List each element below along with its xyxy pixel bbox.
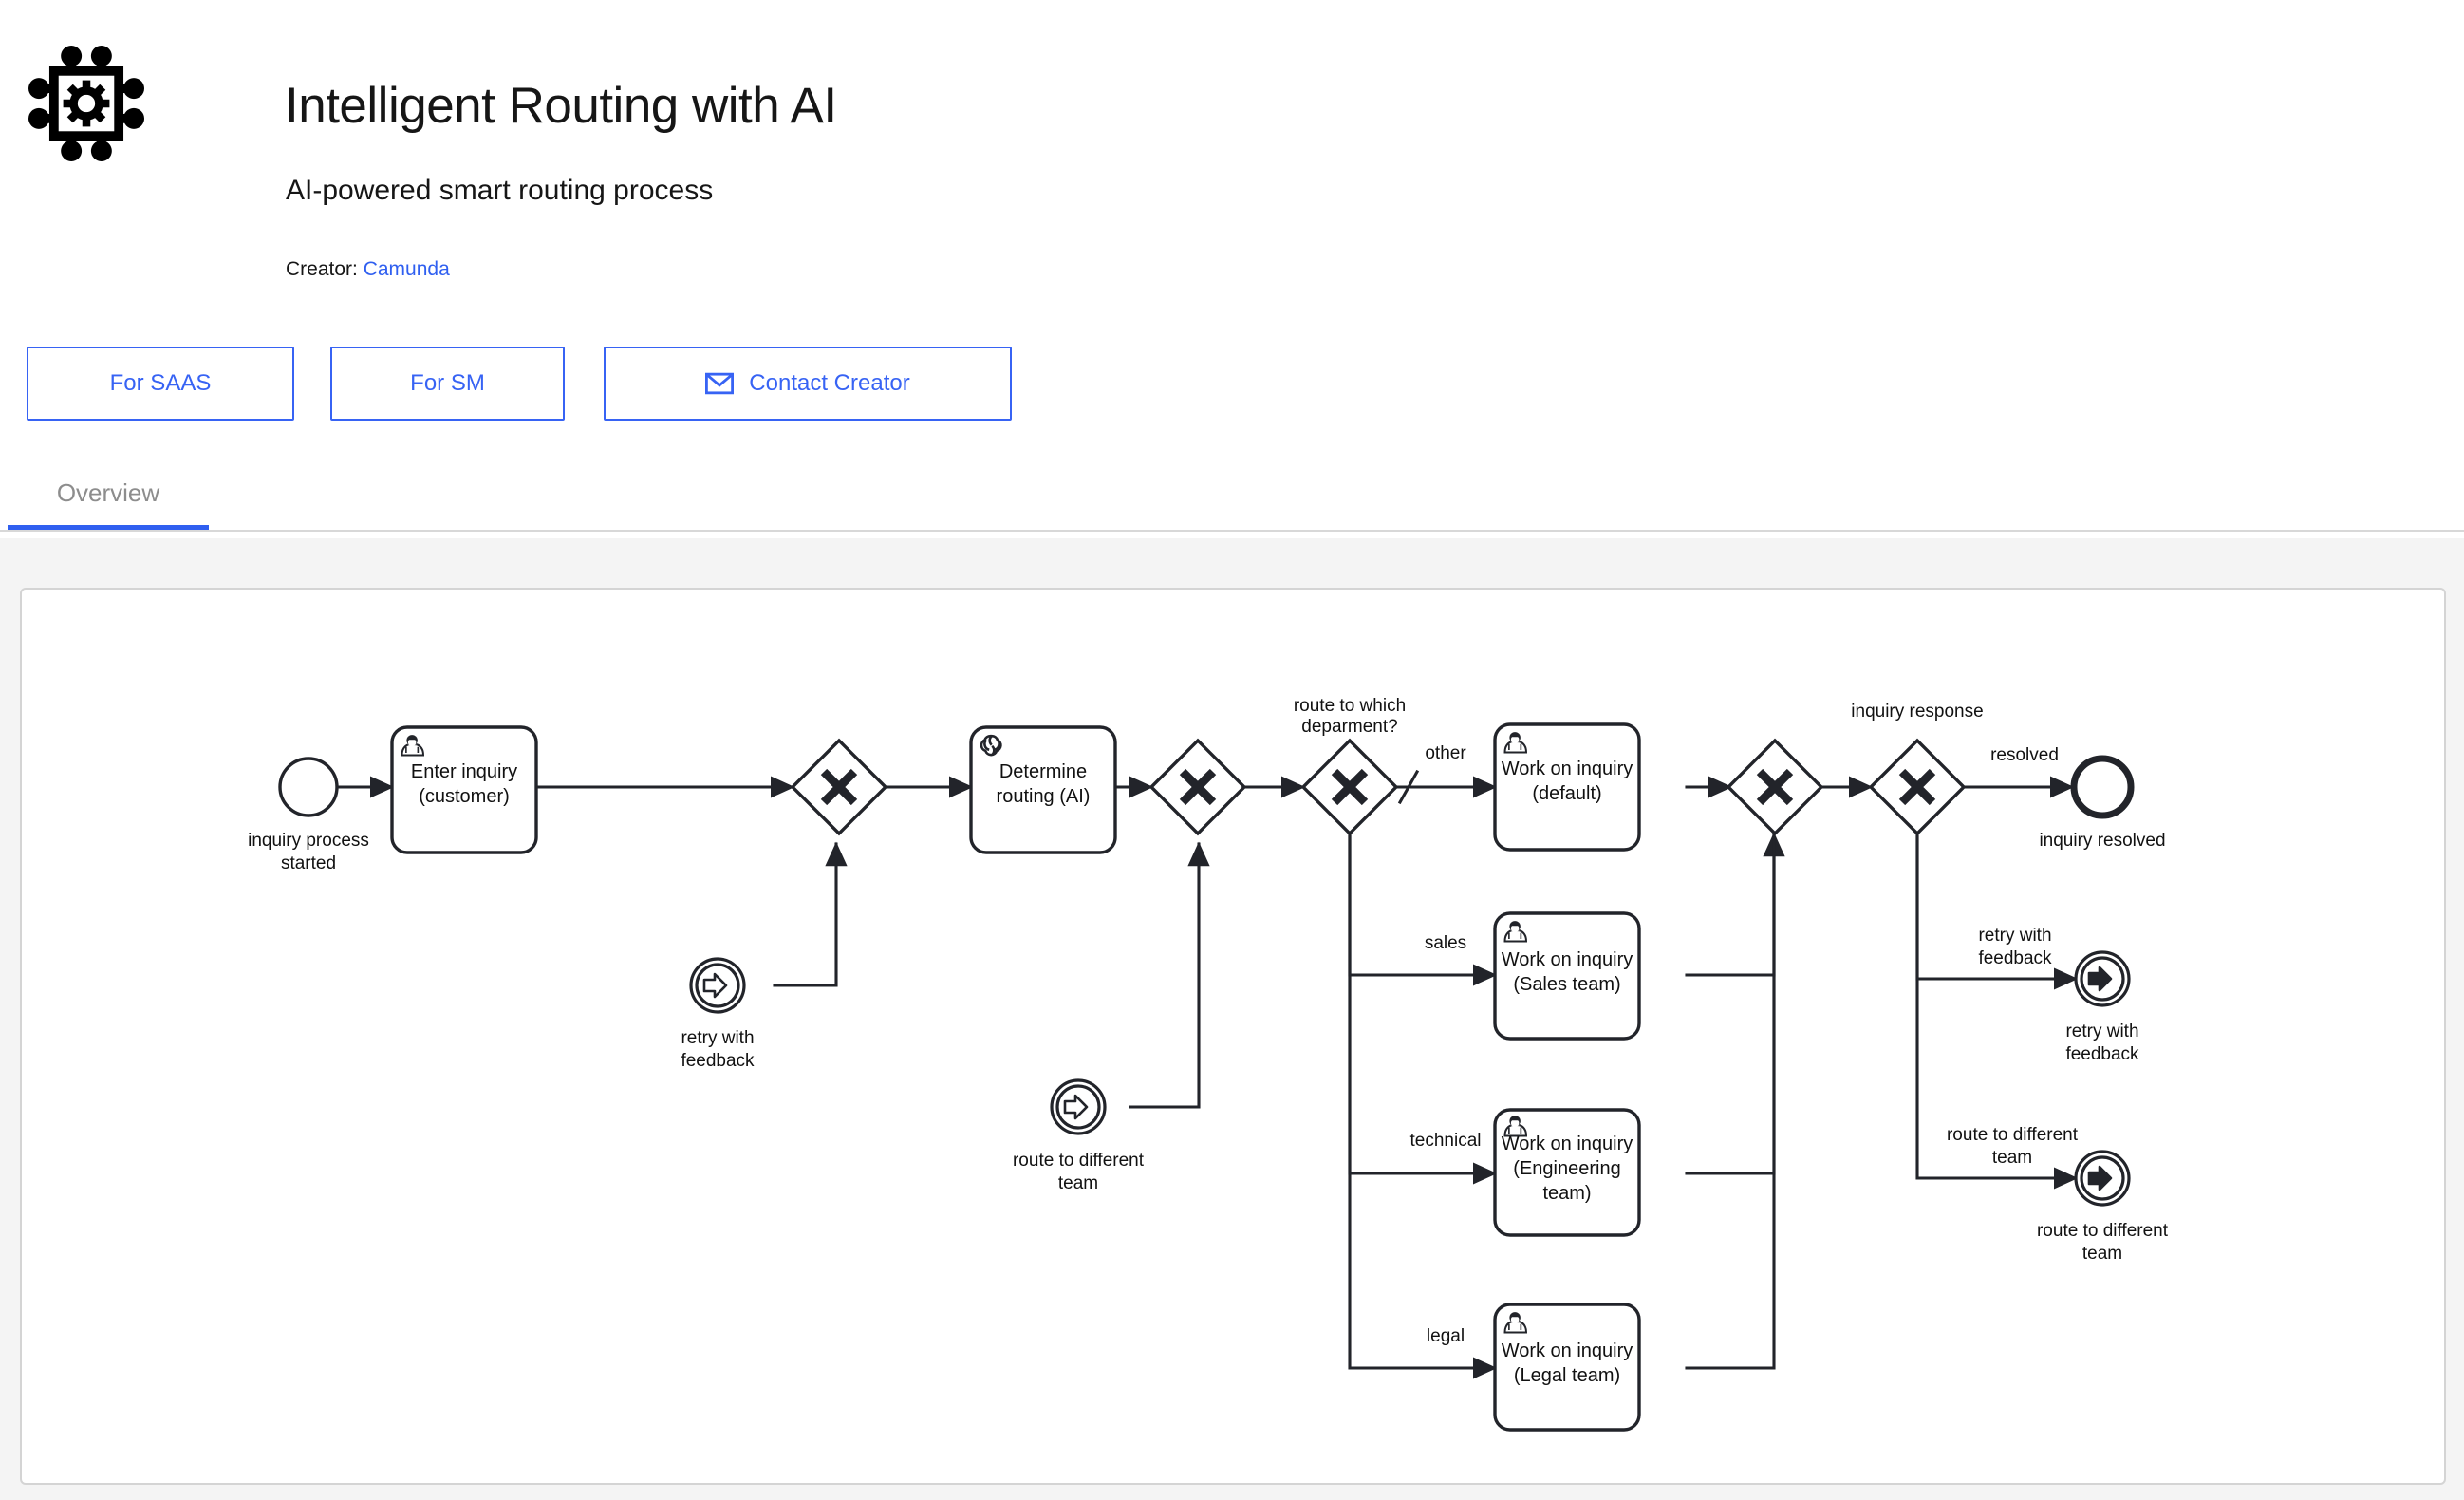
gateway-response-label: inquiry response [1851,702,1983,722]
flow-sales-to-gw3 [1685,832,1785,977]
creator-label: Creator: [286,258,358,280]
link-throw-route-label-line1: route to different [2037,1221,2169,1241]
flow-label-legal: legal [1427,1326,1465,1346]
link-catch-route-label-line1: route to different [1013,1151,1145,1171]
task-determine-routing[interactable] [969,725,1117,854]
page-subtitle: AI-powered smart routing process [286,175,714,206]
for-saas-button-label: For SAAS [109,370,212,396]
link-throw-route-label-line2: team [2082,1244,2122,1264]
gateway-route-department[interactable] [1300,738,1399,836]
tab-overview[interactable]: Overview [8,451,209,534]
link-throw-event-retry[interactable] [2074,950,2131,1007]
task-work-engineering-label-line2: (Engineering [1513,1158,1620,1179]
task-enter-inquiry-label-line1: Enter inquiry [411,761,517,782]
start-event-label-line1: inquiry process [248,831,369,851]
flow-label-resolved: resolved [1990,745,2059,765]
end-event-inquiry-resolved-label: inquiry resolved [2039,831,2165,851]
page-header: Intelligent Routing with AI AI-powered s… [0,0,2464,538]
openai-icon [980,734,1002,757]
flow-label-sales: sales [1425,933,1466,953]
end-event-inquiry-resolved[interactable] [2070,755,2135,819]
flow-route-to-sales [1348,833,1498,986]
tab-overview-label: Overview [56,478,160,507]
link-catch-route-label-line2: team [1058,1173,1098,1193]
link-catch-retry-label-line1: retry with [681,1028,754,1048]
flow-engineering-to-gw3 [1685,833,1776,1175]
tab-bar: Overview [0,451,2464,538]
flow-label-technical: technical [1410,1131,1482,1151]
diagram-canvas[interactable]: inquiry process started Enter inquiry (c… [20,588,2446,1485]
flow-label-route-line1: route to different [1947,1125,2079,1145]
link-catch-event-route[interactable] [1050,1078,1107,1135]
link-catch-retry-label-line2: feedback [681,1051,755,1071]
for-sm-button-label: For SM [410,370,485,396]
link-catch-event-retry[interactable] [689,957,746,1014]
gateway-inquiry-response[interactable] [1868,738,1967,836]
task-work-legal-label-line1: Work on inquiry [1502,1341,1633,1361]
flow-route-event-to-gw2 [1129,841,1210,1109]
task-determine-routing-label-line2: routing (AI) [997,786,1091,807]
flow-label-route-line2: team [1992,1148,2032,1168]
ai-chip-gear-icon [28,46,144,161]
task-work-sales[interactable] [1493,911,1641,1041]
creator-row: Creator: Camunda [286,258,450,281]
task-work-default-label-line2: (default) [1532,783,1601,804]
task-work-engineering-label-line3: team) [1542,1183,1591,1204]
flow-route-to-legal [1348,833,1498,1379]
gateway-merge-2[interactable] [1148,738,1247,836]
task-enter-inquiry[interactable] [390,725,538,854]
task-work-sales-label-line1: Work on inquiry [1502,949,1633,970]
flow-legal-to-gw3 [1685,833,1776,1370]
link-throw-retry-label-line2: feedback [2065,1044,2139,1064]
gateway-route-label-line2: deparment? [1301,717,1397,737]
for-saas-button[interactable]: For SAAS [27,347,294,421]
gateway-merge-1[interactable] [790,738,888,836]
start-event-label-line2: started [281,853,336,873]
task-work-sales-label-line2: (Sales team) [1513,974,1620,995]
flow-response-to-route [1915,833,2079,1190]
flow-label-other: other [1425,743,1466,763]
tab-active-indicator [8,525,209,532]
for-sm-button[interactable]: For SM [330,347,565,421]
page-title: Intelligent Routing with AI [285,78,837,134]
task-work-default[interactable] [1493,722,1641,852]
flow-label-retry-line1: retry with [1978,926,2051,946]
bpmn-diagram: inquiry process started Enter inquiry (c… [248,696,2169,1432]
link-throw-event-route[interactable] [2074,1150,2131,1207]
flow-route-to-technical [1348,833,1498,1185]
creator-link[interactable]: Camunda [363,258,450,280]
task-enter-inquiry-label-line2: (customer) [419,786,510,807]
gateway-route-label-line1: route to which [1294,696,1406,716]
gateway-merge-3[interactable] [1726,738,1824,836]
task-work-engineering-label-line1: Work on inquiry [1502,1134,1633,1154]
contact-creator-button-label: Contact Creator [749,370,910,396]
flow-retry-event-to-gw1 [773,841,848,987]
mail-icon [705,372,735,395]
task-work-legal-label-line2: (Legal team) [1514,1365,1620,1386]
task-work-engineering[interactable] [1493,1108,1641,1237]
contact-creator-button[interactable]: Contact Creator [604,347,1012,421]
bpmn-start-event[interactable] [278,757,339,817]
link-throw-retry-label-line1: retry with [2065,1022,2138,1041]
task-determine-routing-label-line1: Determine [999,761,1087,782]
default-flow-marker [1397,769,1420,805]
flow-label-retry-line2: feedback [1978,948,2052,968]
task-work-legal[interactable] [1493,1303,1641,1432]
tab-bar-divider [0,530,2464,532]
task-work-default-label-line1: Work on inquiry [1502,759,1633,779]
